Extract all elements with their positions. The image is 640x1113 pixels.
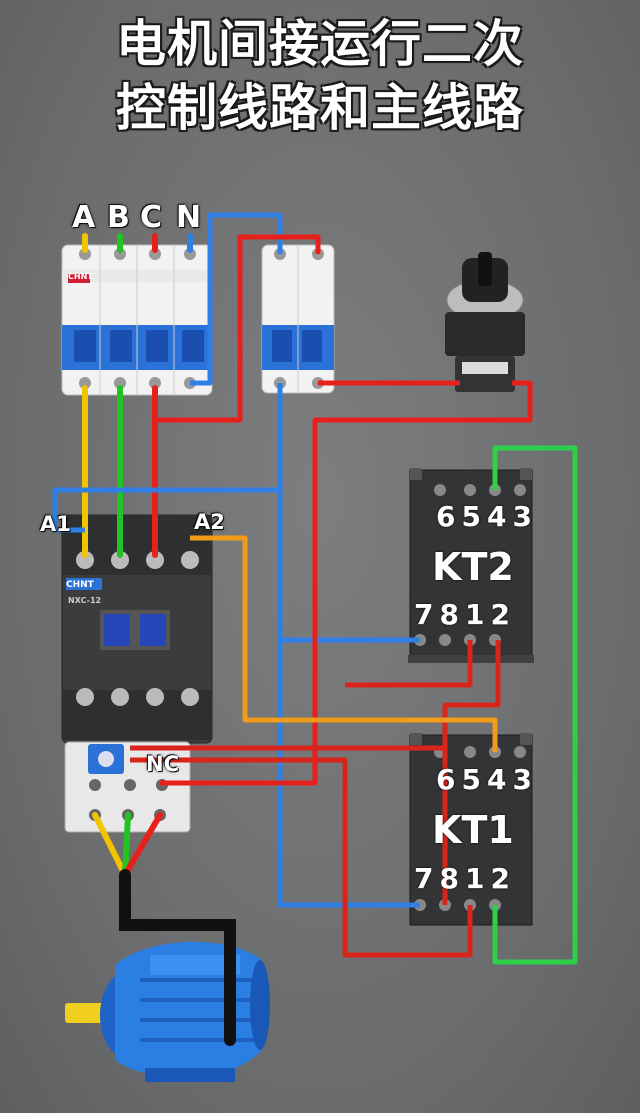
control-breaker-2p [261, 244, 335, 394]
main-circuit-wires [82, 385, 158, 558]
kt1-label: KT1 [432, 808, 514, 852]
incoming-wires [82, 233, 193, 253]
electric-motor [65, 941, 270, 1082]
phase-label-n: N [176, 200, 202, 235]
breaker-brand: CHNT [68, 272, 93, 281]
terminal-label-a2: A2 [194, 510, 225, 534]
title-line-2: 控制线路和主线路 [116, 79, 524, 137]
main-breaker-4p [61, 244, 213, 396]
phase-label-b: B [107, 200, 130, 235]
terminal-label-nc: NC [146, 752, 179, 776]
kt2-label: KT2 [432, 545, 514, 589]
title-line-1: 电机间接运行二次 [116, 15, 524, 73]
phase-label-a: A [72, 200, 96, 235]
control-circuit-wires [52, 212, 578, 965]
kt1-bottom-terminal-numbers: 7812 [414, 862, 516, 895]
terminal-label-a1: A1 [40, 512, 71, 536]
kt1-top-terminal-numbers: 6543 [436, 763, 538, 796]
contactor-brand: CHNT [66, 580, 94, 590]
kt2-bottom-terminal-numbers: 7812 [414, 598, 516, 631]
motor-feed-wires [92, 812, 236, 1046]
contactor-model: NXC-12 [68, 596, 102, 605]
ac-contactor [61, 514, 213, 744]
timer-relay-kt1-base [409, 733, 533, 926]
kt2-top-terminal-numbers: 6543 [436, 500, 538, 533]
phase-label-c: C [140, 200, 163, 235]
selector-switch [445, 252, 525, 392]
